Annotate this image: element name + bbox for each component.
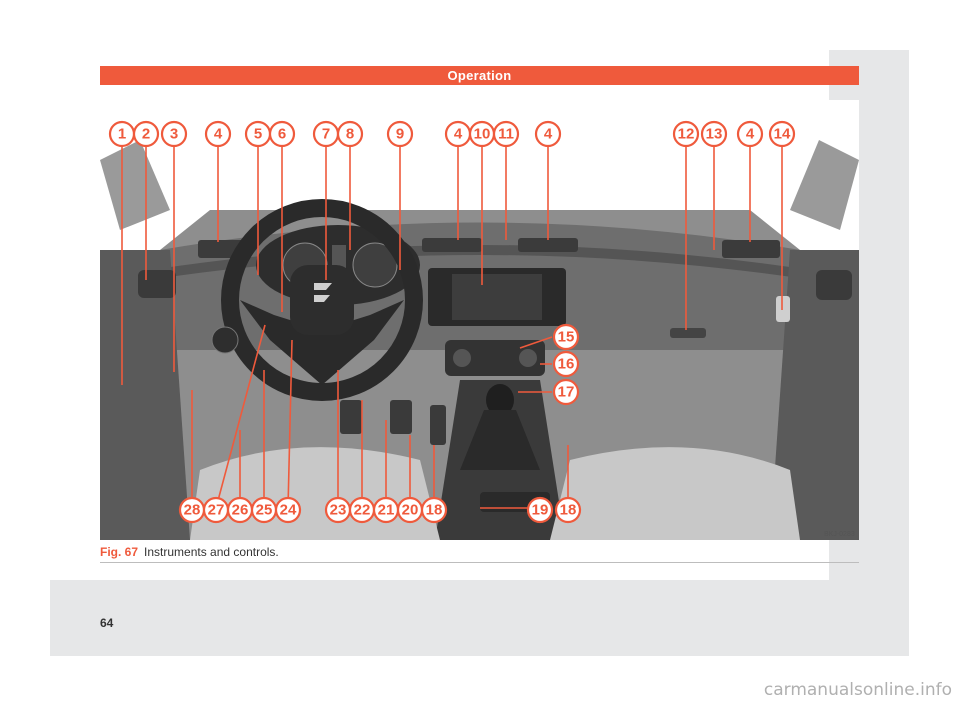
- svg-text:17: 17: [558, 384, 575, 401]
- gear-knob: [486, 384, 514, 416]
- svg-text:16: 16: [558, 356, 575, 373]
- svg-text:5: 5: [254, 126, 262, 143]
- svg-text:12: 12: [678, 126, 695, 143]
- page-number: 64: [100, 616, 114, 630]
- callout-4b: 4: [444, 120, 472, 148]
- svg-text:14: 14: [774, 126, 791, 143]
- svg-text:15: 15: [558, 329, 575, 346]
- svg-text:25: 25: [256, 502, 273, 519]
- callout-17: 17: [552, 378, 580, 406]
- svg-text:22: 22: [354, 502, 371, 519]
- callout-28: 28: [178, 496, 206, 524]
- svg-text:26: 26: [232, 502, 249, 519]
- svg-text:11: 11: [498, 126, 514, 143]
- leader-lines: [121, 134, 783, 509]
- climate-control: [445, 340, 545, 376]
- callout-4d: 4: [736, 120, 764, 148]
- svg-text:3: 3: [170, 126, 178, 143]
- figure-number: Fig. 67: [100, 545, 139, 559]
- callout-4a: 4: [204, 120, 232, 148]
- callout-19: 19: [526, 496, 554, 524]
- svg-text:7: 7: [322, 126, 330, 143]
- steering-wheel: [221, 199, 423, 401]
- callout-8: 8: [336, 120, 364, 148]
- driver-seat: [190, 447, 440, 540]
- svg-text:6: 6: [278, 126, 286, 143]
- figure-caption: Fig. 67 Instruments and controls.: [100, 542, 859, 563]
- callout-11: 11: [492, 120, 520, 148]
- callout-6: 6: [268, 120, 296, 148]
- callout-18a: 18: [420, 496, 448, 524]
- callout-5: 5: [244, 120, 272, 148]
- figure-caption-text: Instruments and controls.: [144, 545, 279, 559]
- light-switch: [211, 326, 239, 354]
- svg-text:24: 24: [280, 502, 297, 519]
- svg-text:2: 2: [142, 126, 150, 143]
- callout-9: 9: [386, 120, 414, 148]
- callout-12: 12: [672, 120, 700, 148]
- svg-text:18: 18: [426, 502, 443, 519]
- watermark: carmanualsonline.info: [763, 680, 952, 700]
- right-vent: [722, 240, 780, 258]
- svg-text:4: 4: [214, 126, 223, 143]
- svg-text:28: 28: [184, 502, 201, 519]
- svg-text:8: 8: [346, 126, 354, 143]
- callout-14: 14: [768, 120, 796, 148]
- callout-4c: 4: [534, 120, 562, 148]
- svg-text:20: 20: [402, 502, 419, 519]
- svg-text:1: 1: [118, 126, 126, 143]
- svg-text:27: 27: [208, 502, 225, 519]
- dashboard-figure: 1 2 3 4 5 6 7 8 9 4 10 11 4 12 13 4 14 1…: [100, 100, 859, 540]
- svg-text:13: 13: [706, 126, 723, 143]
- section-header: Operation: [100, 66, 859, 85]
- callout-7: 7: [312, 120, 340, 148]
- callout-16: 16: [552, 350, 580, 378]
- center-vent-left: [422, 238, 482, 252]
- svg-text:10: 10: [474, 126, 491, 143]
- svg-text:21: 21: [378, 502, 395, 519]
- figure-code: BKJ-0283: [824, 531, 855, 538]
- callout-15: 15: [552, 323, 580, 351]
- svg-text:4: 4: [454, 126, 463, 143]
- callout-24: 24: [274, 496, 302, 524]
- callout-13: 13: [700, 120, 728, 148]
- svg-text:9: 9: [396, 126, 404, 143]
- callout-26: 26: [226, 496, 254, 524]
- svg-text:19: 19: [532, 502, 549, 519]
- callout-2: 2: [132, 120, 160, 148]
- callout-18b: 18: [554, 496, 582, 524]
- callout-23: 23: [324, 496, 352, 524]
- callout-25: 25: [250, 496, 278, 524]
- callout-10: 10: [468, 120, 496, 148]
- svg-text:23: 23: [330, 502, 347, 519]
- callout-21: 21: [372, 496, 400, 524]
- svg-text:4: 4: [544, 126, 553, 143]
- svg-text:18: 18: [560, 502, 577, 519]
- center-vent-right: [518, 238, 578, 252]
- callout-20: 20: [396, 496, 424, 524]
- right-door: [770, 250, 859, 540]
- passenger-seat: [550, 447, 800, 540]
- callout-1: 1: [108, 120, 136, 148]
- callout-27: 27: [202, 496, 230, 524]
- glove-box-handle: [670, 328, 706, 338]
- svg-text:4: 4: [746, 126, 755, 143]
- callout-22: 22: [348, 496, 376, 524]
- callout-3: 3: [160, 120, 188, 148]
